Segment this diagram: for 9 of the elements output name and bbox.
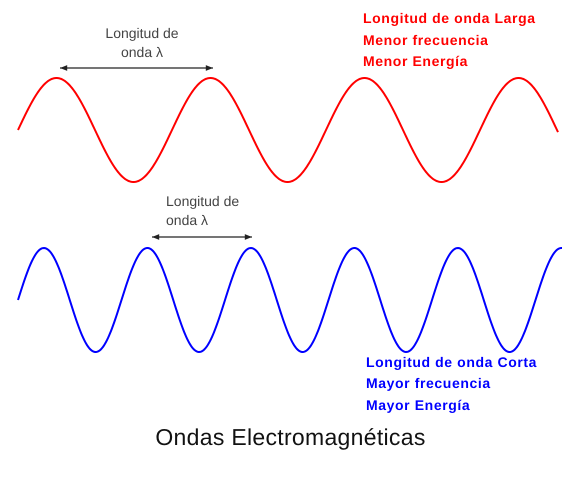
wave-description: Mayor frecuencia (366, 375, 491, 391)
wave-description: Mayor Energía (366, 397, 470, 413)
wavelength-label: Longitud de onda λ (104, 24, 180, 62)
caption: Ondas Electromagnéticas (154, 424, 427, 451)
wave-description: Longitud de onda Corta (366, 354, 538, 370)
wave-description: Menor Energía (363, 53, 468, 69)
wave-description: Longitud de onda Larga (363, 10, 536, 26)
wavelength-label: Longitud de onda λ (166, 192, 240, 230)
wave-description: Menor frecuencia (363, 32, 489, 48)
